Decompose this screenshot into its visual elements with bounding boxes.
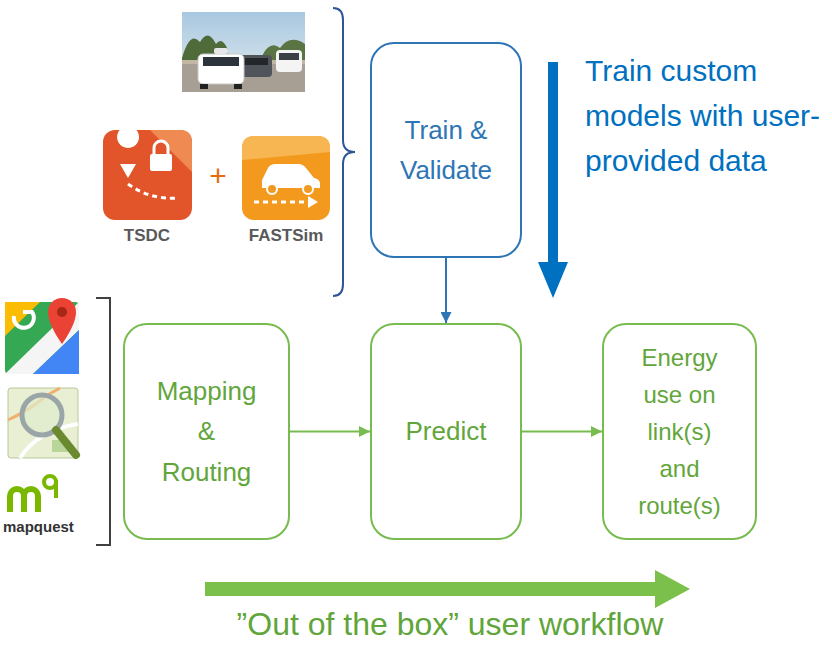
vehicle-photo: [214, 48, 228, 54]
box-label: Mapping & Routing: [153, 371, 260, 492]
vehicle-photo: [234, 84, 242, 89]
plus-sign: +: [202, 158, 234, 194]
logo-wordmark: mapquest: [3, 518, 93, 536]
vehicle-photo: [279, 53, 299, 60]
tsdc-icon: [150, 130, 192, 172]
google-maps-icon: [57, 307, 67, 317]
fastsim-icon: [308, 196, 318, 208]
mapquest-logo: [54, 480, 58, 498]
tool-name: FASTSim: [236, 226, 336, 246]
openstreetmap-icon: [8, 388, 78, 458]
flow-arrow: [290, 431, 370, 433]
vehicle-photo: [203, 57, 239, 66]
vehicle-photo: [244, 58, 268, 65]
google-maps-icon: [5, 298, 79, 374]
square-bracket: [96, 298, 110, 545]
tsdc-icon: [124, 155, 132, 163]
mapquest-logo: [10, 476, 56, 512]
training-arrow: [538, 62, 568, 298]
box-label: Predict: [406, 411, 487, 451]
tool-name: TSDC: [97, 226, 197, 246]
google-maps-icon: [14, 312, 34, 328]
vehicle-photo: [240, 55, 272, 77]
flow-arrow: [445, 258, 447, 323]
box-label: Train & Validate: [382, 110, 510, 191]
annotation-text: Train custom models with user-provided d…: [585, 48, 821, 183]
fastsim-icon: [242, 136, 330, 220]
google-maps-icon: [48, 298, 76, 344]
google-maps-icon: [5, 302, 40, 336]
output-box: Energy use on link(s) and route(s): [602, 323, 757, 540]
workflow-arrow: [205, 570, 690, 608]
tsdc-icon: [117, 126, 139, 148]
fastsim-icon: [254, 201, 308, 204]
google-maps-icon: [33, 330, 79, 374]
openstreetmap-icon: [8, 388, 78, 458]
tsdc-icon: [103, 126, 192, 220]
process-box: Train & Validate: [370, 42, 522, 258]
openstreetmap-icon: [56, 430, 76, 455]
tsdc-icon: [128, 184, 178, 198]
tsdc-icon: [120, 164, 136, 178]
vehicle-photo: [182, 12, 305, 92]
process-box: Mapping & Routing: [123, 323, 290, 540]
fastsim-icon: [242, 136, 330, 160]
tsdc-icon: [103, 130, 192, 220]
fastsim-icon: [303, 184, 313, 194]
vehicle-photo: [182, 12, 305, 92]
flow-arrow: [522, 431, 602, 433]
vehicle-photo: [198, 54, 244, 84]
fastsim-icon: [267, 184, 277, 194]
vehicle-photo: [200, 84, 208, 89]
tsdc-icon: [150, 154, 172, 171]
mapquest-logo: [10, 489, 38, 512]
vehicle-photo: [276, 50, 302, 72]
fastsim-icon: [242, 136, 330, 220]
tsdc-icon: [154, 141, 168, 154]
curly-bracket: [333, 8, 355, 296]
annotation-text: ”Out of the box” user workflow: [130, 604, 770, 646]
box-label: Energy use on link(s) and route(s): [629, 339, 730, 525]
process-box: Predict: [370, 323, 522, 540]
